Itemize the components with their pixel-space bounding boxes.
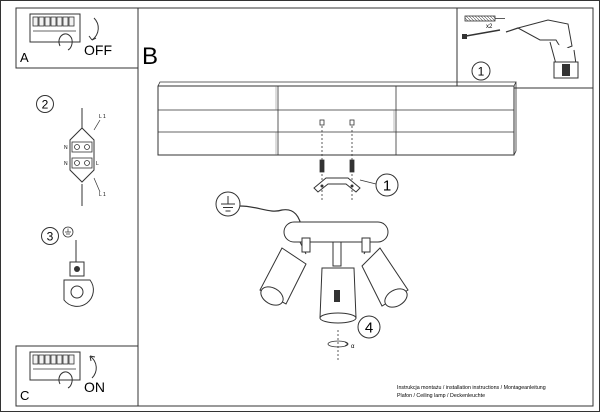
footer-line-2: Plafon / Ceiling lamp / Deckenleuchte [397, 393, 485, 399]
terminal-step-badge [36, 95, 54, 113]
drill-panel: x2 1 [456, 7, 594, 89]
hand-icon-c [58, 371, 73, 389]
panel-c: C ON [15, 345, 139, 407]
rotate-step-badge [357, 315, 381, 339]
panel-a-action: OFF [84, 42, 112, 58]
terminal-label-right-mid: L [96, 161, 99, 167]
drill-step-badge [471, 61, 491, 81]
ground-terminal-icon [63, 240, 94, 307]
bracket-step-number: 1 [383, 178, 391, 195]
spot-head-center [319, 267, 357, 324]
drill-panel-frame [456, 7, 594, 89]
footer-line-1: Instrukcja montażu / installation instru… [397, 385, 546, 391]
drill-step-number: 1 [478, 65, 485, 79]
ground-symbol-icon [215, 191, 241, 217]
screw-icon [462, 29, 501, 39]
panel-c-frame [15, 345, 139, 407]
fuse-box-icon-c [29, 351, 81, 381]
rotate-step-number: 4 [365, 320, 373, 337]
panel-c-action: ON [84, 379, 105, 395]
panel-c-letter: C [20, 388, 29, 403]
panel-b-frame [137, 7, 594, 407]
switch-arrow-icon-c [89, 355, 97, 379]
small-ground-icon [62, 226, 74, 238]
base-plate [283, 221, 389, 267]
terminal-label-left-top: N [64, 145, 68, 151]
terminal-label-right-bottom: L 1 [99, 192, 106, 198]
spot-head-left [259, 247, 307, 306]
ceiling-box [157, 81, 517, 156]
ground-wire [239, 205, 303, 231]
fuse-box-icon [29, 13, 81, 43]
ground-terminal-section: 3 [41, 226, 94, 307]
panel-b-letter: B [142, 43, 158, 70]
terminal-step-number: 2 [42, 98, 49, 112]
bracket-step-badge [375, 173, 399, 197]
spot-head-right [361, 247, 409, 308]
wall-plug-icon [464, 15, 505, 22]
terminal-block-icon [69, 108, 101, 206]
drill-icon [505, 19, 579, 79]
rotation-angle-label: α [351, 344, 355, 350]
quantity-label: x2 [486, 24, 493, 30]
hand-icon [58, 33, 73, 51]
mounting-bracket-icon [313, 177, 377, 193]
panel-a-letter: A [20, 50, 29, 65]
terminal-label-right-top: L 1 [99, 114, 106, 120]
ground-step-number: 3 [47, 230, 54, 244]
terminal-block-section: 2 L 1 N N L L 1 [36, 95, 106, 206]
terminal-label-left-bottom: N [64, 161, 68, 167]
switch-arrow-icon [91, 17, 99, 41]
rotation-arrow-icon [327, 330, 349, 360]
panel-b: B x2 1 [137, 7, 594, 407]
ground-step-badge [41, 227, 59, 245]
panel-a: A OFF [15, 7, 139, 69]
